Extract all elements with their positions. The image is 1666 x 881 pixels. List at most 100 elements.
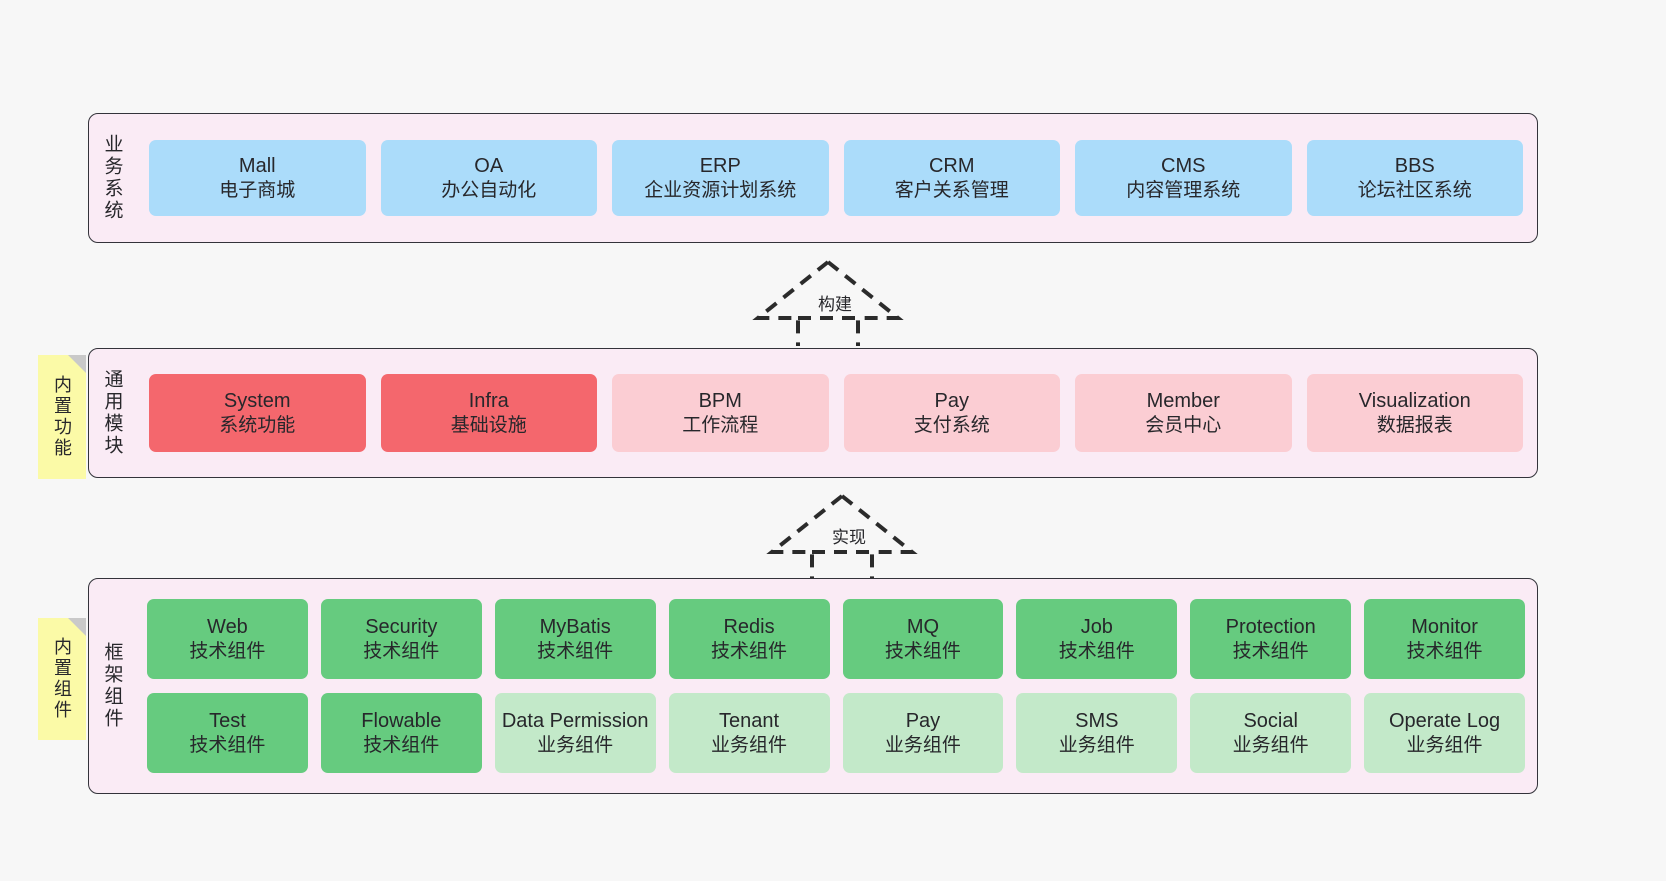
box-title-cn: 技术组件	[189, 734, 266, 756]
box-title-cn: 支付系统	[913, 414, 990, 436]
arrow-implement-label: 实现	[830, 523, 868, 548]
box-title-en: MyBatis	[539, 615, 611, 638]
box-title-cn: 内容管理系统	[1126, 179, 1241, 201]
arrow-build	[752, 260, 904, 346]
box-title-cn: 技术组件	[1058, 640, 1135, 662]
layer-framework-label: 框架组件	[101, 642, 123, 730]
sticky-note-builtin-function: 内置功能	[38, 355, 86, 479]
box-title-en: Job	[1080, 615, 1113, 638]
box-title-en: SMS	[1075, 709, 1119, 732]
box-title-en: CMS	[1161, 154, 1206, 177]
box-title-en: Operate Log	[1388, 709, 1501, 732]
sticky-note-builtin-function-label: 内置功能	[52, 375, 72, 459]
box-title-cn: 数据报表	[1376, 414, 1453, 436]
box-title-en: Tenant	[719, 709, 780, 732]
box-title-cn: 业务组件	[537, 734, 614, 756]
box-title-en: Social	[1243, 709, 1298, 732]
box-title-cn: 客户关系管理	[894, 179, 1009, 201]
box-title-cn: 技术组件	[189, 640, 266, 662]
box-title-cn: 业务组件	[1406, 734, 1483, 756]
arrow-implement	[766, 494, 918, 580]
box-title-en: Flowable	[361, 709, 442, 732]
box-title-cn: 论坛社区系统	[1357, 179, 1472, 201]
box-title-en: Pay	[905, 709, 941, 732]
box-title-en: Monitor	[1411, 615, 1478, 638]
box-title-cn: 业务组件	[1232, 734, 1309, 756]
box-title-en: OA	[474, 154, 504, 177]
box-title-en: Member	[1146, 389, 1220, 412]
box-title-en: CRM	[928, 154, 975, 177]
box-title-cn: 业务组件	[884, 734, 961, 756]
box-title-en: Pay	[934, 389, 969, 412]
box-title-en: Visualization	[1358, 389, 1471, 412]
box-title-en: ERP	[699, 154, 741, 177]
box-title-cn: 会员中心	[1145, 414, 1222, 436]
box-title-cn: 技术组件	[1232, 640, 1309, 662]
box-title-cn: 技术组件	[363, 734, 440, 756]
box-title-cn: 技术组件	[363, 640, 440, 662]
box-title-cn: 技术组件	[537, 640, 614, 662]
arrow-build-label: 构建	[816, 290, 854, 315]
box-title-cn: 电子商城	[219, 179, 296, 201]
box-title-en: MQ	[906, 615, 940, 638]
box-title-cn: 技术组件	[1406, 640, 1483, 662]
box-title-cn: 技术组件	[884, 640, 961, 662]
box-title-cn: 基础设施	[450, 414, 527, 436]
sticky-fold-corner-icon	[68, 355, 86, 373]
sticky-note-builtin-component: 内置组件	[38, 618, 86, 740]
box-title-cn: 企业资源计划系统	[644, 179, 797, 201]
sticky-fold-corner-icon	[68, 618, 86, 636]
box-title-en: Protection	[1225, 615, 1316, 638]
box-title-cn: 业务组件	[711, 734, 788, 756]
box-title-cn: 业务组件	[1058, 734, 1135, 756]
box-title-en: Data Permission	[501, 709, 649, 732]
box-title-en: Redis	[723, 615, 775, 638]
box-title-cn: 工作流程	[682, 414, 759, 436]
box-title-cn: 系统功能	[219, 414, 296, 436]
box-title-en: BPM	[698, 389, 742, 412]
box-title-en: Web	[207, 615, 248, 638]
box-title-cn: 办公自动化	[441, 179, 537, 201]
layer-modules-label: 通用模块	[101, 369, 123, 457]
box-title-cn: 技术组件	[711, 640, 788, 662]
box-title-en: System	[223, 389, 291, 412]
box-title-en: Test	[209, 709, 246, 732]
box-title-en: Infra	[468, 389, 509, 412]
layer-business-label: 业务系统	[101, 134, 123, 222]
